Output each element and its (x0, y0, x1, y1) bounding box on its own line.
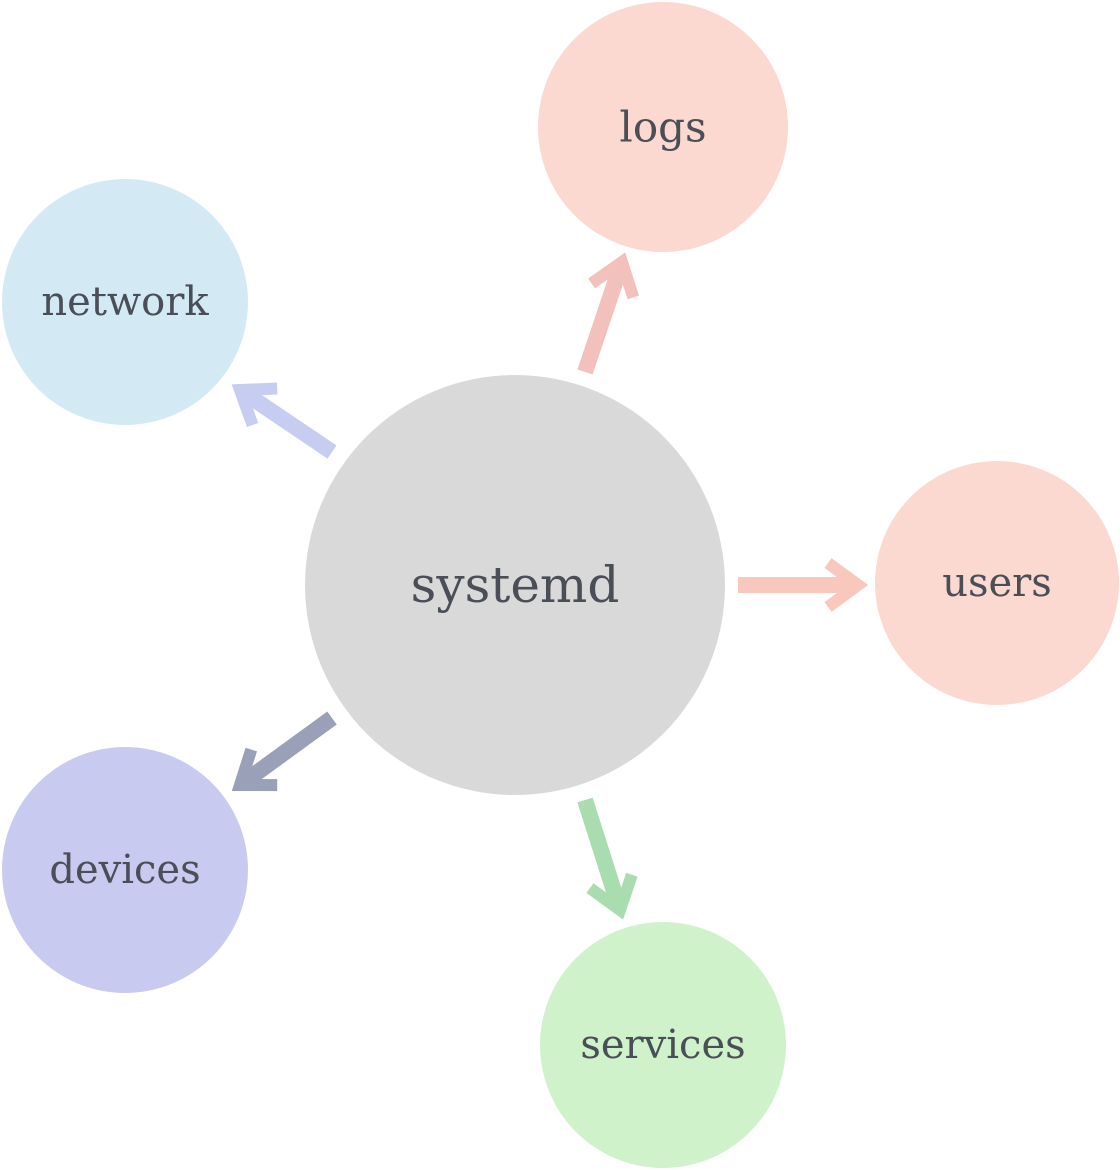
node-systemd: systemd (305, 375, 725, 795)
node-users: users (875, 461, 1119, 705)
arrow-to-network (231, 382, 337, 459)
arrow-to-services (577, 797, 638, 920)
arrow-to-devices (231, 711, 337, 792)
node-devices: devices (2, 747, 248, 993)
label-systemd: systemd (411, 556, 620, 614)
arrows (231, 252, 869, 920)
arrow-to-logs (577, 252, 640, 375)
label-services: services (580, 1022, 745, 1068)
node-services: services (540, 922, 786, 1168)
label-devices: devices (49, 847, 200, 893)
label-network: network (41, 279, 209, 325)
arrow-to-users (738, 558, 869, 612)
label-logs: logs (619, 103, 706, 152)
node-network: network (2, 179, 248, 425)
label-users: users (942, 560, 1052, 606)
node-logs: logs (538, 2, 788, 252)
